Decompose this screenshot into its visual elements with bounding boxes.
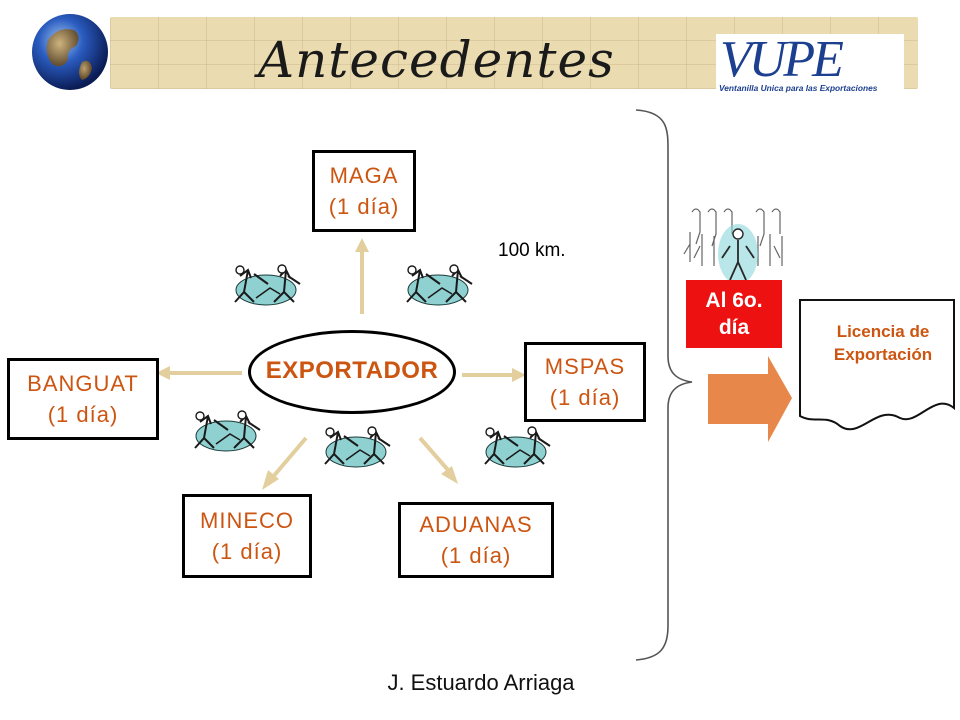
agency-name: MINECO — [200, 508, 294, 533]
agency-box-banguat: BANGUAT (1 día) — [7, 358, 159, 440]
exportador-ellipse — [248, 330, 456, 414]
agency-time: (1 día) — [47, 402, 119, 427]
footer-author: J. Estuardo Arriaga — [0, 670, 960, 696]
agency-name: MAGA — [329, 163, 399, 188]
running-people-icon — [484, 426, 551, 468]
running-people-icon — [324, 426, 391, 468]
arrow-right-icon — [708, 356, 792, 442]
day-badge-line1: Al 6o. — [705, 289, 763, 312]
crowd-icon — [683, 206, 788, 284]
day-badge: Al 6o. día — [686, 280, 782, 348]
page-title: Antecedentes — [258, 31, 615, 89]
logo-subtitle: Ventanilla Unica para las Exportaciones — [719, 83, 878, 93]
agency-name: BANGUAT — [27, 371, 139, 396]
connector-arrows — [156, 238, 526, 490]
agency-name: ADUANAS — [419, 512, 533, 537]
agency-box-mspas: MSPAS (1 día) — [524, 342, 646, 422]
running-people-icon — [234, 264, 301, 306]
agency-time: (1 día) — [440, 543, 512, 568]
vupe-logo: VUPE Ventanilla Unica para las Exportaci… — [716, 31, 904, 94]
agency-time: (1 día) — [549, 385, 621, 410]
right-brace — [635, 109, 693, 661]
running-people-icon — [406, 264, 473, 306]
agency-box-aduanas: ADUANAS (1 día) — [398, 502, 554, 578]
agency-box-mineco: MINECO (1 día) — [182, 494, 312, 578]
exportador-label: EXPORTADOR — [265, 357, 439, 384]
distance-label: 100 km. — [498, 240, 566, 261]
day-badge-line2: día — [718, 316, 750, 339]
license-line1: Licencia de — [836, 322, 930, 341]
license-document — [799, 299, 955, 431]
globe-icon — [28, 10, 112, 94]
license-line2: Exportación — [833, 345, 933, 364]
author-name: J. Estuardo Arriaga — [387, 670, 575, 695]
agency-name: MSPAS — [544, 354, 626, 379]
license-label: Licencia de Exportación — [818, 320, 948, 366]
agency-time: (1 día) — [328, 194, 400, 219]
agency-time: (1 día) — [211, 539, 283, 564]
running-people-icon — [194, 410, 261, 452]
logo-mark: VUPE — [720, 31, 844, 88]
agency-box-maga: MAGA (1 día) — [312, 150, 416, 232]
